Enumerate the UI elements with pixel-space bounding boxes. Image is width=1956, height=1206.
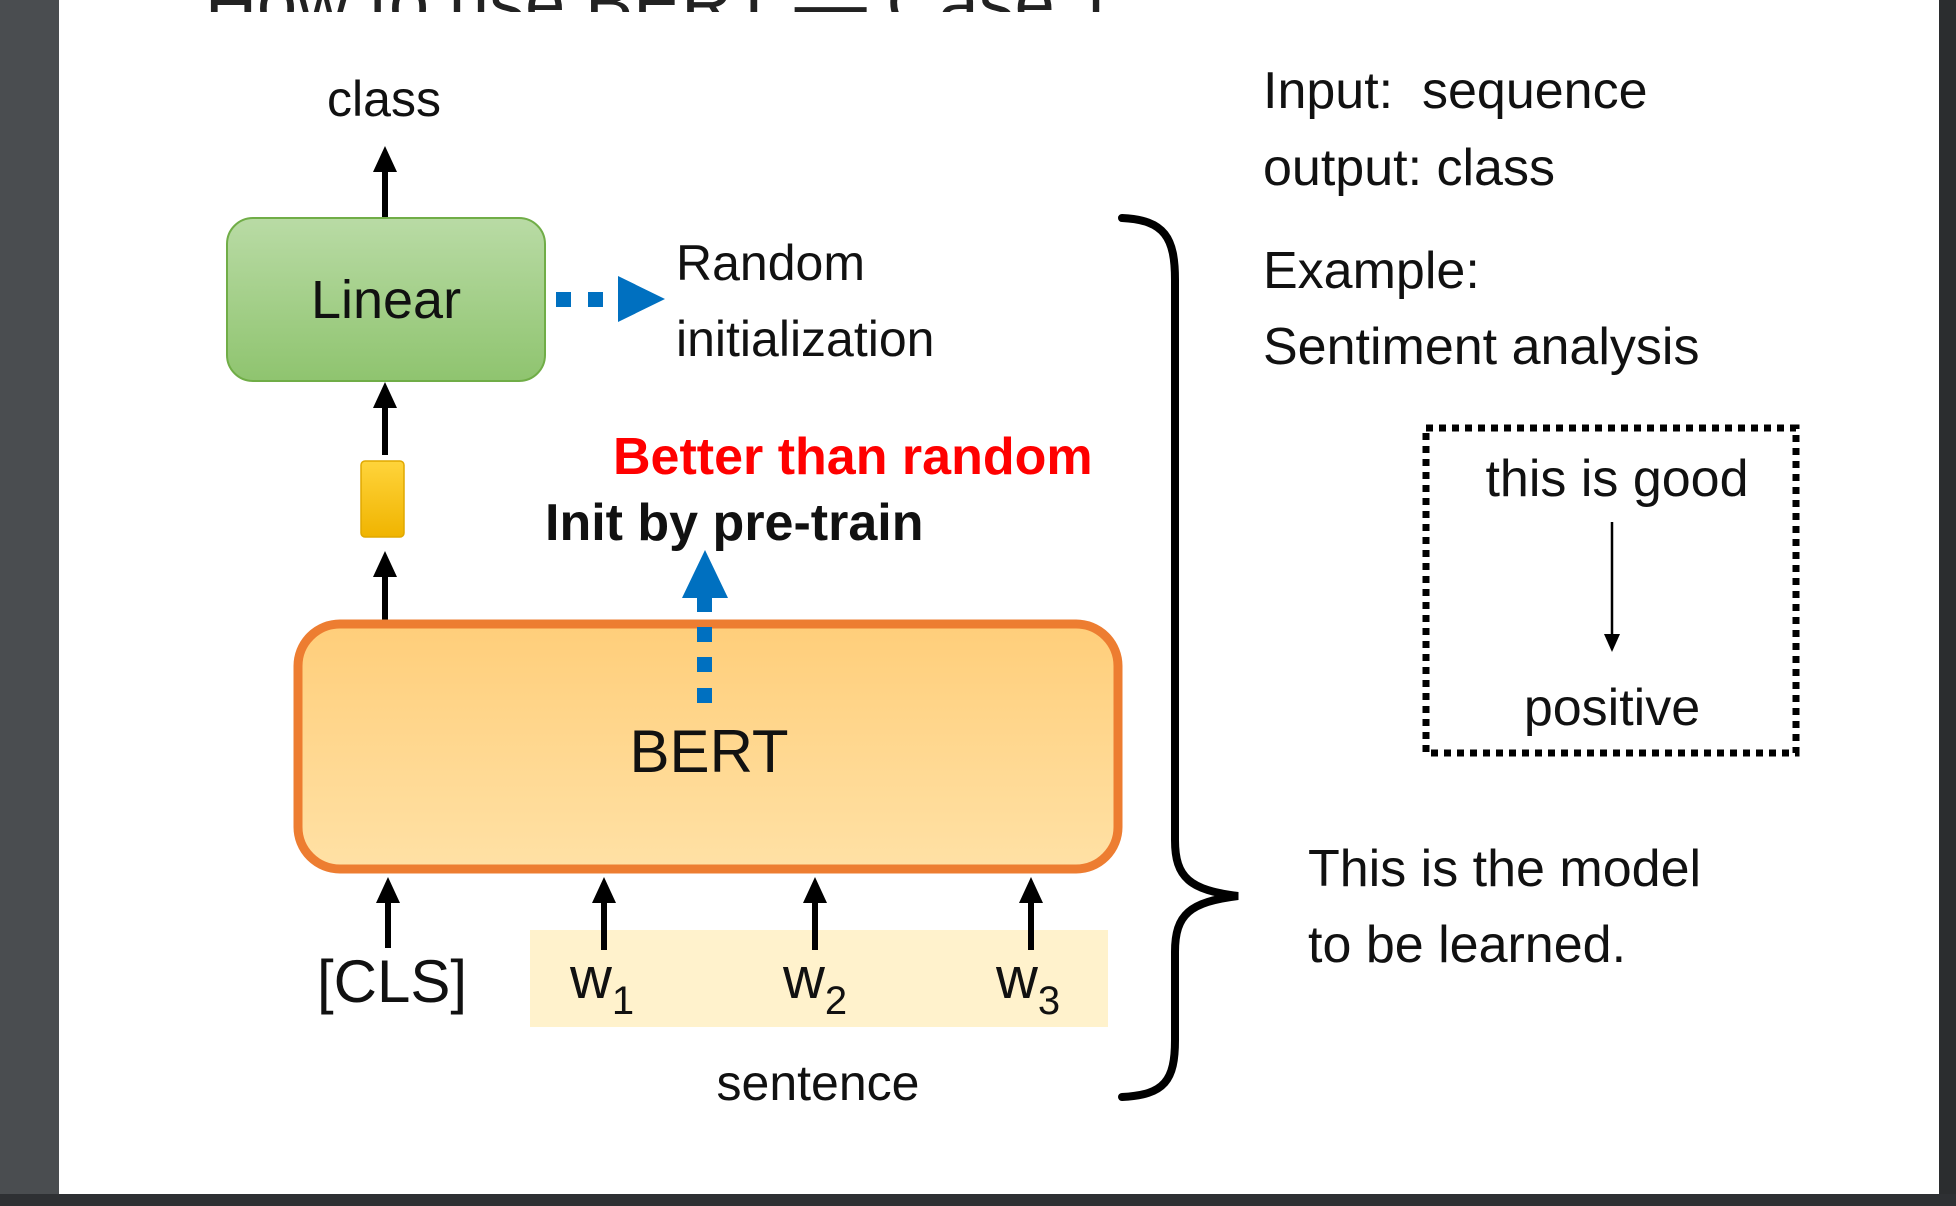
- token-w3-base: w: [995, 946, 1039, 1011]
- pretrain-arrowhead: [682, 550, 728, 598]
- token-w1: w1: [569, 946, 634, 1023]
- init-by-pretrain-label: Init by pre-train: [545, 494, 923, 552]
- arrowhead-vector: [373, 551, 397, 577]
- random-init-dot-1: [556, 292, 571, 307]
- model-scope-brace: [1118, 214, 1239, 1101]
- model-note-line1: This is the model: [1308, 840, 1701, 898]
- random-init-dot-2: [588, 292, 603, 307]
- random-init-line1: Random: [676, 235, 865, 291]
- slide-title-partial: How to use BERT — Case 1: [205, 0, 1115, 44]
- output-description: output: class: [1263, 139, 1555, 197]
- pretrain-dot-3: [697, 627, 712, 642]
- linear-box: [226, 217, 546, 382]
- model-note-line2: to be learned.: [1308, 916, 1626, 974]
- token-w2-sub: 2: [825, 979, 847, 1023]
- arrowhead-w1-input: [592, 877, 616, 903]
- sentence-band: [530, 930, 1108, 1027]
- class-label: class: [327, 71, 441, 127]
- example-output-text: positive: [1524, 679, 1700, 737]
- cls-output-vector: [360, 460, 405, 538]
- pretrain-dot-1: [697, 688, 712, 703]
- bert-label: BERT: [630, 718, 789, 785]
- pretrain-dot-4: [697, 597, 712, 612]
- linear-label: Linear: [311, 270, 461, 330]
- token-w1-sub: 1: [612, 979, 634, 1023]
- arrowhead-cls-input: [376, 877, 400, 903]
- token-w2-base: w: [782, 946, 826, 1011]
- better-than-random-label: Better than random: [613, 428, 1093, 486]
- pretrain-dot-2: [697, 657, 712, 672]
- cls-token: [CLS]: [317, 948, 467, 1015]
- slide-shadow: [1939, 0, 1956, 1206]
- token-w3: w3: [995, 946, 1060, 1023]
- random-init-line2: initialization: [676, 311, 934, 367]
- example-box: [1422, 424, 1800, 757]
- token-w2: w2: [782, 946, 847, 1023]
- arrowhead-w3-input: [1019, 877, 1043, 903]
- example-input-text: this is good: [1485, 450, 1748, 508]
- token-w3-sub: 3: [1038, 979, 1060, 1023]
- example-task: Sentiment analysis: [1263, 318, 1699, 376]
- input-description: Input: sequence: [1263, 62, 1648, 120]
- example-arrowhead: [1604, 634, 1620, 652]
- arrowhead-w2-input: [803, 877, 827, 903]
- slide-bottom-edge: [0, 1194, 1956, 1206]
- bert-box: [293, 619, 1123, 874]
- random-init-arrowhead: [618, 276, 665, 322]
- example-label: Example:: [1263, 242, 1480, 300]
- sentence-label: sentence: [717, 1055, 920, 1111]
- arrowhead-linear: [373, 382, 397, 408]
- arrowhead-class: [373, 146, 397, 172]
- token-w1-base: w: [569, 946, 613, 1011]
